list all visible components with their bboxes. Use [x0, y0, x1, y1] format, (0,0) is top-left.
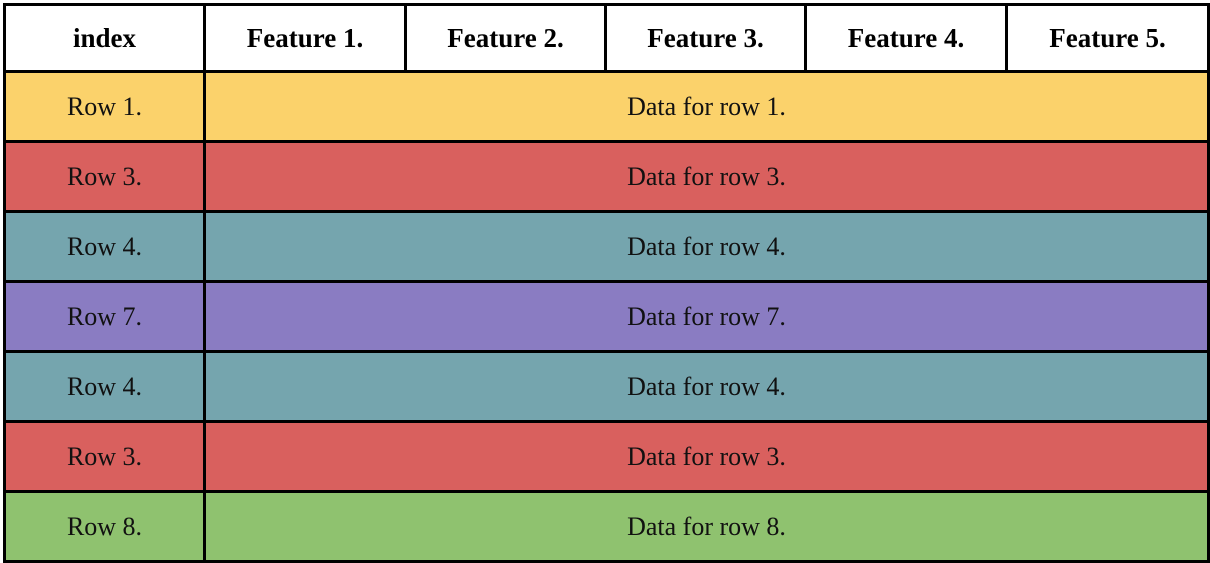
table-row[interactable]: Row 4.Data for row 4. — [4, 211, 1209, 283]
row-data-cell: Data for row 4. — [204, 211, 1209, 283]
row-index-cell: Row 1. — [4, 71, 206, 143]
row-data-cell: Data for row 3. — [204, 141, 1209, 213]
table-header: index Feature 1. Feature 2. Feature 3. F… — [4, 4, 1209, 73]
column-header-feature-2[interactable]: Feature 2. — [405, 4, 607, 73]
table-row[interactable]: Row 3.Data for row 3. — [4, 141, 1209, 213]
row-index-cell: Row 4. — [4, 351, 206, 423]
table-body: Row 1.Data for row 1.Row 3.Data for row … — [4, 71, 1209, 562]
row-index-cell: Row 7. — [4, 281, 206, 353]
row-data-cell: Data for row 7. — [204, 281, 1209, 353]
column-header-feature-4[interactable]: Feature 4. — [805, 4, 1008, 73]
table-row[interactable]: Row 3.Data for row 3. — [4, 421, 1209, 493]
row-data-cell: Data for row 4. — [204, 351, 1209, 423]
column-header-feature-1[interactable]: Feature 1. — [204, 4, 407, 73]
column-header-index[interactable]: index — [4, 4, 206, 73]
table-row[interactable]: Row 4.Data for row 4. — [4, 351, 1209, 423]
table-row[interactable]: Row 1.Data for row 1. — [4, 71, 1209, 143]
table-row[interactable]: Row 8. Data for row 8. — [4, 491, 1209, 562]
table-container: index Feature 1. Feature 2. Feature 3. F… — [3, 3, 1210, 563]
row-index-cell: Row 3. — [4, 421, 206, 493]
row-index-cell: Row 8. — [4, 491, 206, 562]
styled-data-table: index Feature 1. Feature 2. Feature 3. F… — [3, 3, 1210, 563]
column-header-feature-3[interactable]: Feature 3. — [605, 4, 807, 73]
row-index-cell: Row 4. — [4, 211, 206, 283]
row-data-cell: Data for row 8. — [627, 511, 786, 541]
column-header-feature-5[interactable]: Feature 5. — [1006, 4, 1209, 73]
header-row: index Feature 1. Feature 2. Feature 3. F… — [4, 4, 1209, 73]
row-index-cell: Row 3. — [4, 141, 206, 213]
row-data-cell: Data for row 3. — [204, 421, 1209, 493]
table-row[interactable]: Row 7.Data for row 7. — [4, 281, 1209, 353]
row-data-cell: Data for row 1. — [204, 71, 1209, 143]
